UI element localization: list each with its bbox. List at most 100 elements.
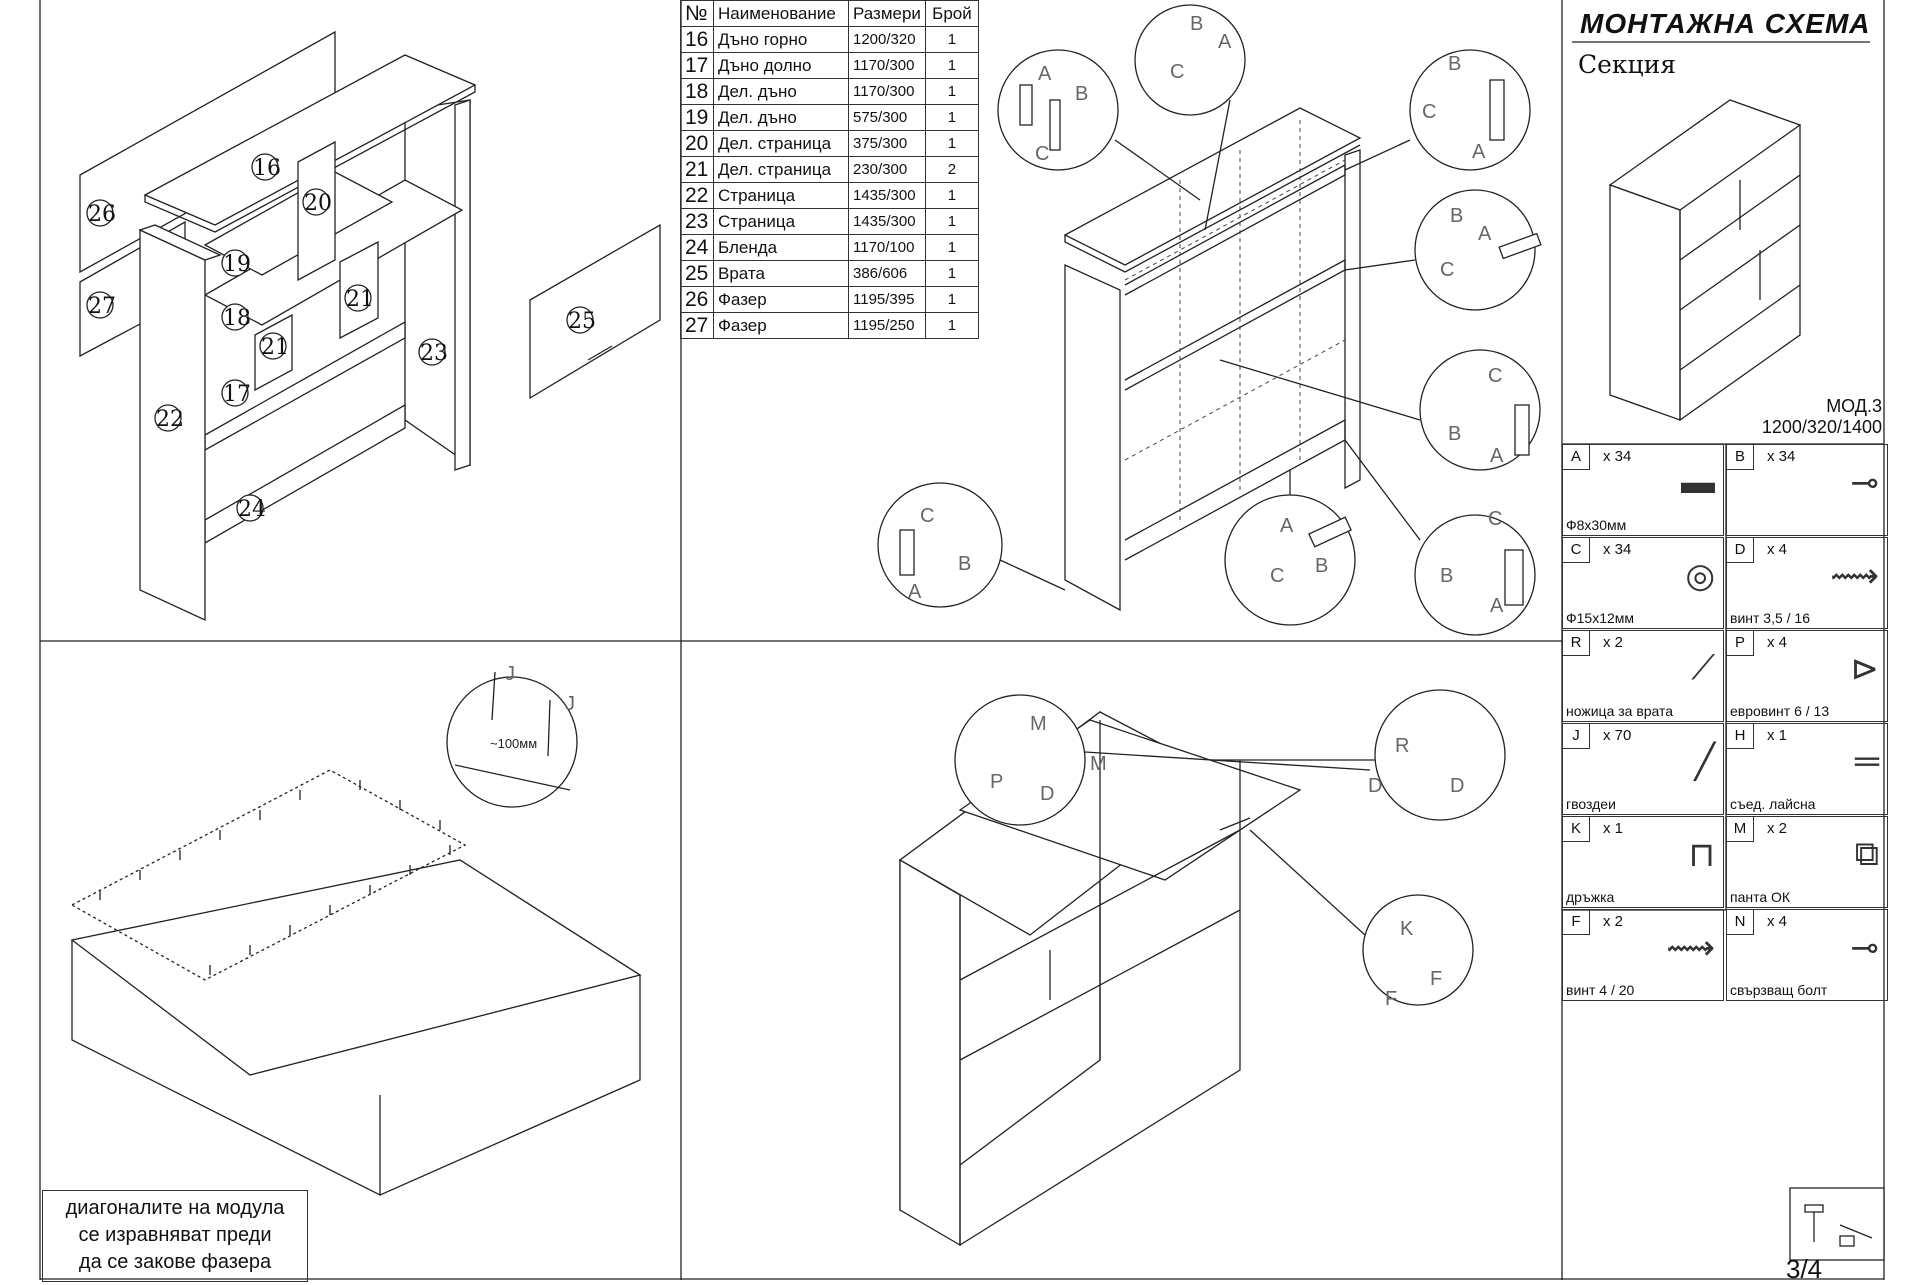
- label-19: 19: [223, 252, 251, 277]
- cell-no: 17: [680, 52, 714, 79]
- cam-lock-icon: ◎: [1685, 557, 1715, 595]
- cell-dims: 1435/300: [848, 208, 926, 235]
- model-info: МОД.3 1200/320/1400: [1750, 396, 1882, 438]
- cell-dims: 575/300: [848, 104, 926, 131]
- cell-qty: 1: [924, 52, 979, 79]
- hardware-code: F: [1563, 910, 1590, 935]
- exploded-view: 16 17 18 19 20 21 21 22 23 24 25 26 27: [79, 30, 661, 622]
- svg-text:C: C: [1270, 565, 1284, 587]
- hardware-label: панта ОК: [1730, 889, 1791, 905]
- label-23: 23: [420, 341, 448, 366]
- cell-name: Врата: [713, 260, 849, 287]
- cell-no: 18: [680, 78, 714, 105]
- hardware-label: дръжка: [1566, 889, 1615, 905]
- hardware-label: евровинт 6 / 13: [1730, 703, 1830, 719]
- cell-name: Дел. дъно: [713, 104, 849, 131]
- hinge-icon: ⧉: [1854, 835, 1879, 873]
- label-21a: 21: [346, 287, 374, 312]
- label-24: 24: [238, 497, 266, 522]
- svg-text:B: B: [1190, 13, 1203, 35]
- cell-dims: 1170/300: [848, 78, 926, 105]
- svg-text:C: C: [1170, 61, 1184, 83]
- cell-name: Дел. дъно: [713, 78, 849, 105]
- page-number: 3/4: [1786, 1254, 1823, 1284]
- svg-text:C: C: [1440, 259, 1454, 281]
- nail-detail-callout: [446, 676, 578, 808]
- cell-name: Фазер: [713, 286, 849, 313]
- hinge-detail-callout: [954, 694, 1086, 826]
- hardware-code: D: [1727, 538, 1754, 563]
- svg-text:C: C: [1488, 508, 1502, 530]
- hardware-qty: x 4: [1767, 541, 1788, 558]
- cell-no: 27: [680, 312, 714, 339]
- hardware-label: ножица за врата: [1566, 703, 1674, 719]
- hardware-code: J: [1563, 724, 1590, 749]
- joining-strip-icon: ═: [1854, 742, 1879, 780]
- cell-no: 22: [680, 182, 714, 209]
- nail-icon: ╱: [1694, 743, 1715, 781]
- svg-text:B: B: [1315, 555, 1328, 577]
- svg-text:B: B: [1448, 53, 1461, 75]
- wood-screw-icon: ⟿: [1830, 557, 1879, 595]
- svg-text:D: D: [1450, 775, 1464, 797]
- cam-bolt-icon: ⊸: [1850, 464, 1880, 502]
- note-line-3: да се закове фазера: [78, 1251, 272, 1273]
- svg-text:B: B: [958, 553, 971, 575]
- label-26: 26: [88, 202, 116, 227]
- label-27: 27: [88, 294, 116, 319]
- svg-text:B: B: [1440, 565, 1453, 587]
- svg-text:D: D: [1040, 783, 1054, 805]
- cell-dims: 1195/250: [848, 312, 926, 339]
- label-25: 25: [568, 309, 596, 334]
- hardware-qty: x 4: [1767, 634, 1788, 651]
- hardware-qty: x 34: [1767, 448, 1796, 465]
- module-sketch: [1562, 99, 1885, 1261]
- hardware-label: Ф15x12мм: [1566, 610, 1635, 626]
- hardware-label: винт 4 / 20: [1566, 982, 1635, 998]
- hardware-label: свързващ болт: [1730, 982, 1828, 998]
- cell-qty: 1: [924, 78, 979, 105]
- cell-dims: 1170/300: [848, 52, 926, 79]
- cell-qty: 1: [924, 130, 979, 157]
- cell-qty: 1: [924, 312, 979, 339]
- hammer-icon: [1804, 1204, 1824, 1213]
- cell-name: Дел. страница: [713, 130, 849, 157]
- hardware-qty: x 1: [1603, 820, 1624, 837]
- svg-text:C: C: [920, 505, 934, 527]
- cell-name: Фазер: [713, 312, 849, 339]
- cell-name: Дел. страница: [713, 156, 849, 183]
- cell-qty: 1: [924, 182, 979, 209]
- cell-qty: 1: [924, 234, 979, 261]
- stay-detail-callout: [1374, 689, 1506, 821]
- cell-name: Дъно горно: [713, 26, 849, 53]
- cell-no: 16: [680, 26, 714, 53]
- cell-dims: 1435/300: [848, 182, 926, 209]
- hardware-code: C: [1563, 538, 1590, 563]
- cell-qty: 1: [924, 260, 979, 287]
- cell-qty: 1: [924, 286, 979, 313]
- cam-icon: [1839, 1235, 1855, 1247]
- back-panel-view: JJ ~100мм: [70, 663, 642, 1197]
- svg-text:A: A: [1478, 223, 1492, 245]
- svg-text:A: A: [1218, 31, 1232, 53]
- note-line-1: диагоналите на модула: [65, 1197, 285, 1219]
- page-title: МОНТАЖНА СХЕМА: [1580, 8, 1871, 39]
- hardware-code: A: [1563, 445, 1590, 470]
- hardware-qty: x 2: [1603, 634, 1624, 651]
- svg-text:A: A: [1472, 141, 1486, 163]
- col-no: №: [680, 0, 714, 27]
